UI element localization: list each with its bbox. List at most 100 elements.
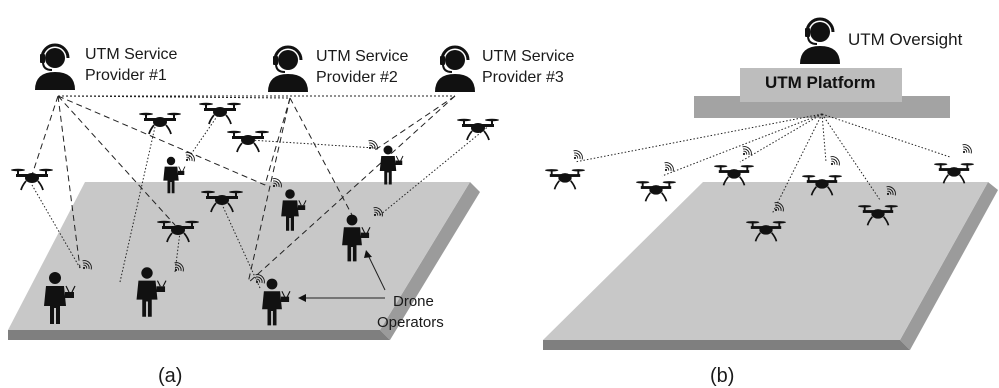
person-body [379,156,397,185]
drone-mast-1 [173,114,175,119]
drone-mast-0 [550,170,553,176]
drone-rotor-0 [802,175,816,178]
signal-dot [185,158,189,162]
head [45,48,65,68]
controller-body [281,296,290,302]
platform-b-front [543,340,910,350]
arrow-line-2 [367,254,386,291]
provider-link-8 [31,95,59,176]
signal-arc-2 [962,144,972,154]
head [810,22,830,42]
drone-mast-1 [235,192,237,197]
operators-pointer-arrows [298,250,386,302]
drone-mast-0 [939,164,942,170]
drone-mast-1 [191,222,193,227]
platform-label: UTM Platform [765,73,876,92]
controller-antenna-left [281,290,286,297]
provider-2-label-line2: Provider #2 [316,69,398,86]
drone-body [649,185,663,195]
signal-arc-2 [774,202,784,212]
managed-drone-1 [636,181,676,202]
drone-rotor-1 [185,220,199,224]
controller-antenna-left [361,226,366,233]
signal-arc-0 [743,150,748,155]
wireless-signal-icon [742,146,752,156]
managed-drone-2 [714,165,754,186]
drone-mast-0 [463,120,465,125]
person-body [44,286,66,324]
controller-antenna-right [182,166,186,171]
control-link-5 [249,139,376,149]
drone-legs [210,202,234,213]
drone-mast-0 [145,114,147,119]
signal-dot [742,152,746,156]
operators-label-line2: Operators [377,314,444,331]
headset-mic [275,63,286,73]
signal-arc-1 [82,262,90,270]
drone-body [241,135,255,145]
control-link-2 [219,199,261,289]
drone-mast-0 [205,104,207,109]
quadcopter-drone-icon [457,118,499,141]
headset-ear [40,54,45,63]
icons-layer [11,17,974,326]
signal-arc-0 [175,266,180,271]
controller-body [65,292,74,298]
signal-arc-0 [574,154,579,159]
signal-arc-2 [272,178,282,188]
drone-rotor-1 [772,221,786,224]
wireless-signal-icon [185,152,195,162]
drone-legs [810,186,834,196]
drone-body [25,173,39,183]
drone-body [871,209,885,219]
operators-label-line1: Drone [393,293,434,310]
signal-arc-0 [273,182,278,187]
drone-rotor-0 [934,163,948,166]
signal-arc-1 [174,264,182,272]
provider-1-label-line2: Provider #1 [85,67,167,84]
drone-mast-0 [807,176,810,182]
signal-arc-1 [742,148,750,156]
drone-legs [208,114,232,125]
headset-ear [805,28,810,37]
service-provider-3-icon [435,45,475,92]
wireless-signal-icon [774,202,784,212]
drone-rotor-1 [662,181,676,184]
quadcopter-drone-icon [139,112,181,135]
wireless-signal-icon [962,144,972,154]
drone-mast-1 [890,206,893,212]
signal-arc-2 [742,146,752,156]
drone-rotor-0 [457,118,471,122]
controller-antenna-left [65,285,70,293]
drone-rotor-0 [545,169,559,172]
drone-mast-1 [577,170,580,176]
person-head [166,156,176,166]
person-head [346,214,358,226]
signal-arc-0 [775,206,780,211]
person-head [141,267,153,279]
signal-dot [272,184,276,188]
ground-platforms [8,68,998,350]
drone-mast-0 [207,192,209,197]
shoulders [800,46,840,64]
drone-rotor-0 [157,220,171,224]
drone-body [213,107,227,117]
person-body [262,291,282,326]
drone-mast-1 [45,170,47,175]
wireless-signal-icon [82,260,92,270]
headset-mic [807,35,818,45]
panel-b-caption: (b) [710,365,734,387]
controller-body [298,205,306,210]
drone-legs [20,180,44,191]
managed-drone-6 [934,163,974,184]
provider-link-3 [264,97,291,186]
drone-rotor-1 [828,175,842,178]
headset-mic [42,61,53,71]
signal-dot [774,208,778,212]
shoulders [35,72,75,90]
controller-body [178,170,185,175]
drone-operator [262,278,282,326]
platform-link-1 [661,113,823,177]
provider-1-label-line1: UTM Service [85,46,178,63]
